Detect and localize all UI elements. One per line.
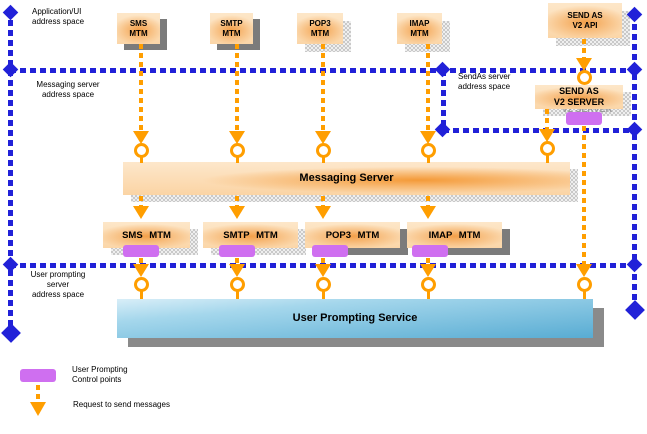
legend-control-points-label: User Prompting Control points xyxy=(72,365,128,384)
diamond-connector-icon xyxy=(434,121,451,138)
arrow-down-icon xyxy=(420,206,436,219)
interface-ring-icon xyxy=(316,277,331,292)
interface-ring-icon xyxy=(134,143,149,158)
interface-ring-icon xyxy=(421,277,436,292)
diamond-connector-icon xyxy=(2,4,19,21)
control-point-rect xyxy=(566,112,602,125)
imap-mtm-app-box: IMAP MTM xyxy=(397,13,442,44)
interface-ring-icon xyxy=(577,277,592,292)
request-flow-line xyxy=(426,44,430,132)
control-point-rect xyxy=(123,245,159,257)
request-flow-line xyxy=(322,157,325,163)
request-flow-line xyxy=(426,196,430,206)
request-flow-line xyxy=(140,291,143,299)
request-flow-line xyxy=(582,126,586,264)
smtp-mtm-app-box: SMTP MTM xyxy=(210,13,253,44)
arrow-down-icon xyxy=(576,264,592,277)
request-flow-line xyxy=(321,196,325,206)
sendas-bottom-boundary-line xyxy=(443,128,633,133)
diamond-arrow-end-icon xyxy=(625,300,645,320)
sendas-space-label: SendAs server address space xyxy=(458,72,511,91)
left-boundary-line xyxy=(8,10,13,336)
arrow-down-icon xyxy=(133,206,149,219)
sendas-v2-api-box: SEND AS V2 API xyxy=(548,3,622,38)
control-point-rect xyxy=(219,245,255,257)
arrow-down-icon xyxy=(315,264,331,277)
arrow-down-icon xyxy=(229,131,245,144)
request-flow-line xyxy=(235,196,239,206)
request-flow-line xyxy=(427,291,430,299)
request-flow-line xyxy=(139,196,143,206)
diamond-connector-icon xyxy=(2,61,19,78)
right-boundary-line xyxy=(632,14,637,311)
request-flow-line xyxy=(236,291,239,299)
request-flow-line xyxy=(140,157,143,163)
interface-ring-icon xyxy=(577,70,592,85)
sms-mtm-app-box: SMS MTM xyxy=(117,13,160,44)
arrow-down-icon xyxy=(133,131,149,144)
sendas-left-boundary-line xyxy=(441,70,446,128)
diamond-connector-icon xyxy=(434,61,451,78)
interface-ring-icon xyxy=(230,143,245,158)
request-flow-line xyxy=(235,258,239,266)
sms-mtm-server-box: SMS MTM xyxy=(103,222,190,248)
legend-control-point-swatch xyxy=(20,369,56,382)
arrow-down-icon xyxy=(229,264,245,277)
arrow-down-icon xyxy=(315,131,331,144)
user-prompting-space-label: User prompting server address space xyxy=(30,270,86,299)
request-flow-line xyxy=(321,44,325,132)
request-flow-line xyxy=(545,109,549,130)
diamond-connector-icon xyxy=(626,61,643,78)
diamond-arrow-end-icon xyxy=(1,323,21,343)
app-ui-space-label: Application/UI address space xyxy=(32,7,85,26)
sendas-server-shadow-text: V2 SERVER xyxy=(561,104,613,114)
request-flow-line xyxy=(139,44,143,132)
arrow-down-icon xyxy=(420,264,436,277)
messaging-space-label: Messaging server address space xyxy=(36,80,100,99)
request-flow-line xyxy=(139,258,143,266)
pop3-mtm-app-box: POP3 MTM xyxy=(297,13,343,44)
diamond-connector-icon xyxy=(626,256,643,273)
arrow-down-icon xyxy=(539,129,555,142)
control-point-rect xyxy=(412,245,448,257)
request-flow-line xyxy=(546,155,549,163)
request-flow-line xyxy=(322,291,325,299)
control-point-rect xyxy=(312,245,348,257)
arrow-down-icon xyxy=(576,58,592,71)
interface-ring-icon xyxy=(230,277,245,292)
request-flow-line xyxy=(426,258,430,266)
legend-request-label: Request to send messages xyxy=(73,400,170,409)
arrow-down-icon xyxy=(315,206,331,219)
smtp-mtm-server-box: SMTP MTM xyxy=(203,222,298,248)
arrow-down-icon xyxy=(420,131,436,144)
arrow-down-icon xyxy=(133,264,149,277)
user-prompting-service-bar: User Prompting Service xyxy=(117,299,593,338)
interface-ring-icon xyxy=(134,277,149,292)
pop3-mtm-server-box: POP3 MTM xyxy=(305,222,400,248)
arrow-down-icon xyxy=(229,206,245,219)
interface-ring-icon xyxy=(316,143,331,158)
imap-mtm-server-box: IMAP MTM xyxy=(407,222,502,248)
legend-arrow-down-icon xyxy=(30,402,46,416)
sendas-v2-server-box: SEND AS V2 SERVER xyxy=(535,85,623,109)
request-flow-line xyxy=(427,157,430,163)
request-flow-line xyxy=(582,39,586,59)
request-flow-line xyxy=(583,291,586,299)
interface-ring-icon xyxy=(421,143,436,158)
request-flow-line xyxy=(235,44,239,132)
diamond-connector-icon xyxy=(626,121,643,138)
interface-ring-icon xyxy=(540,141,555,156)
legend-request-arrow-line xyxy=(36,385,40,402)
messaging-server-bar: Messaging Server xyxy=(123,162,570,195)
request-flow-line xyxy=(236,157,239,163)
request-flow-line xyxy=(321,258,325,266)
